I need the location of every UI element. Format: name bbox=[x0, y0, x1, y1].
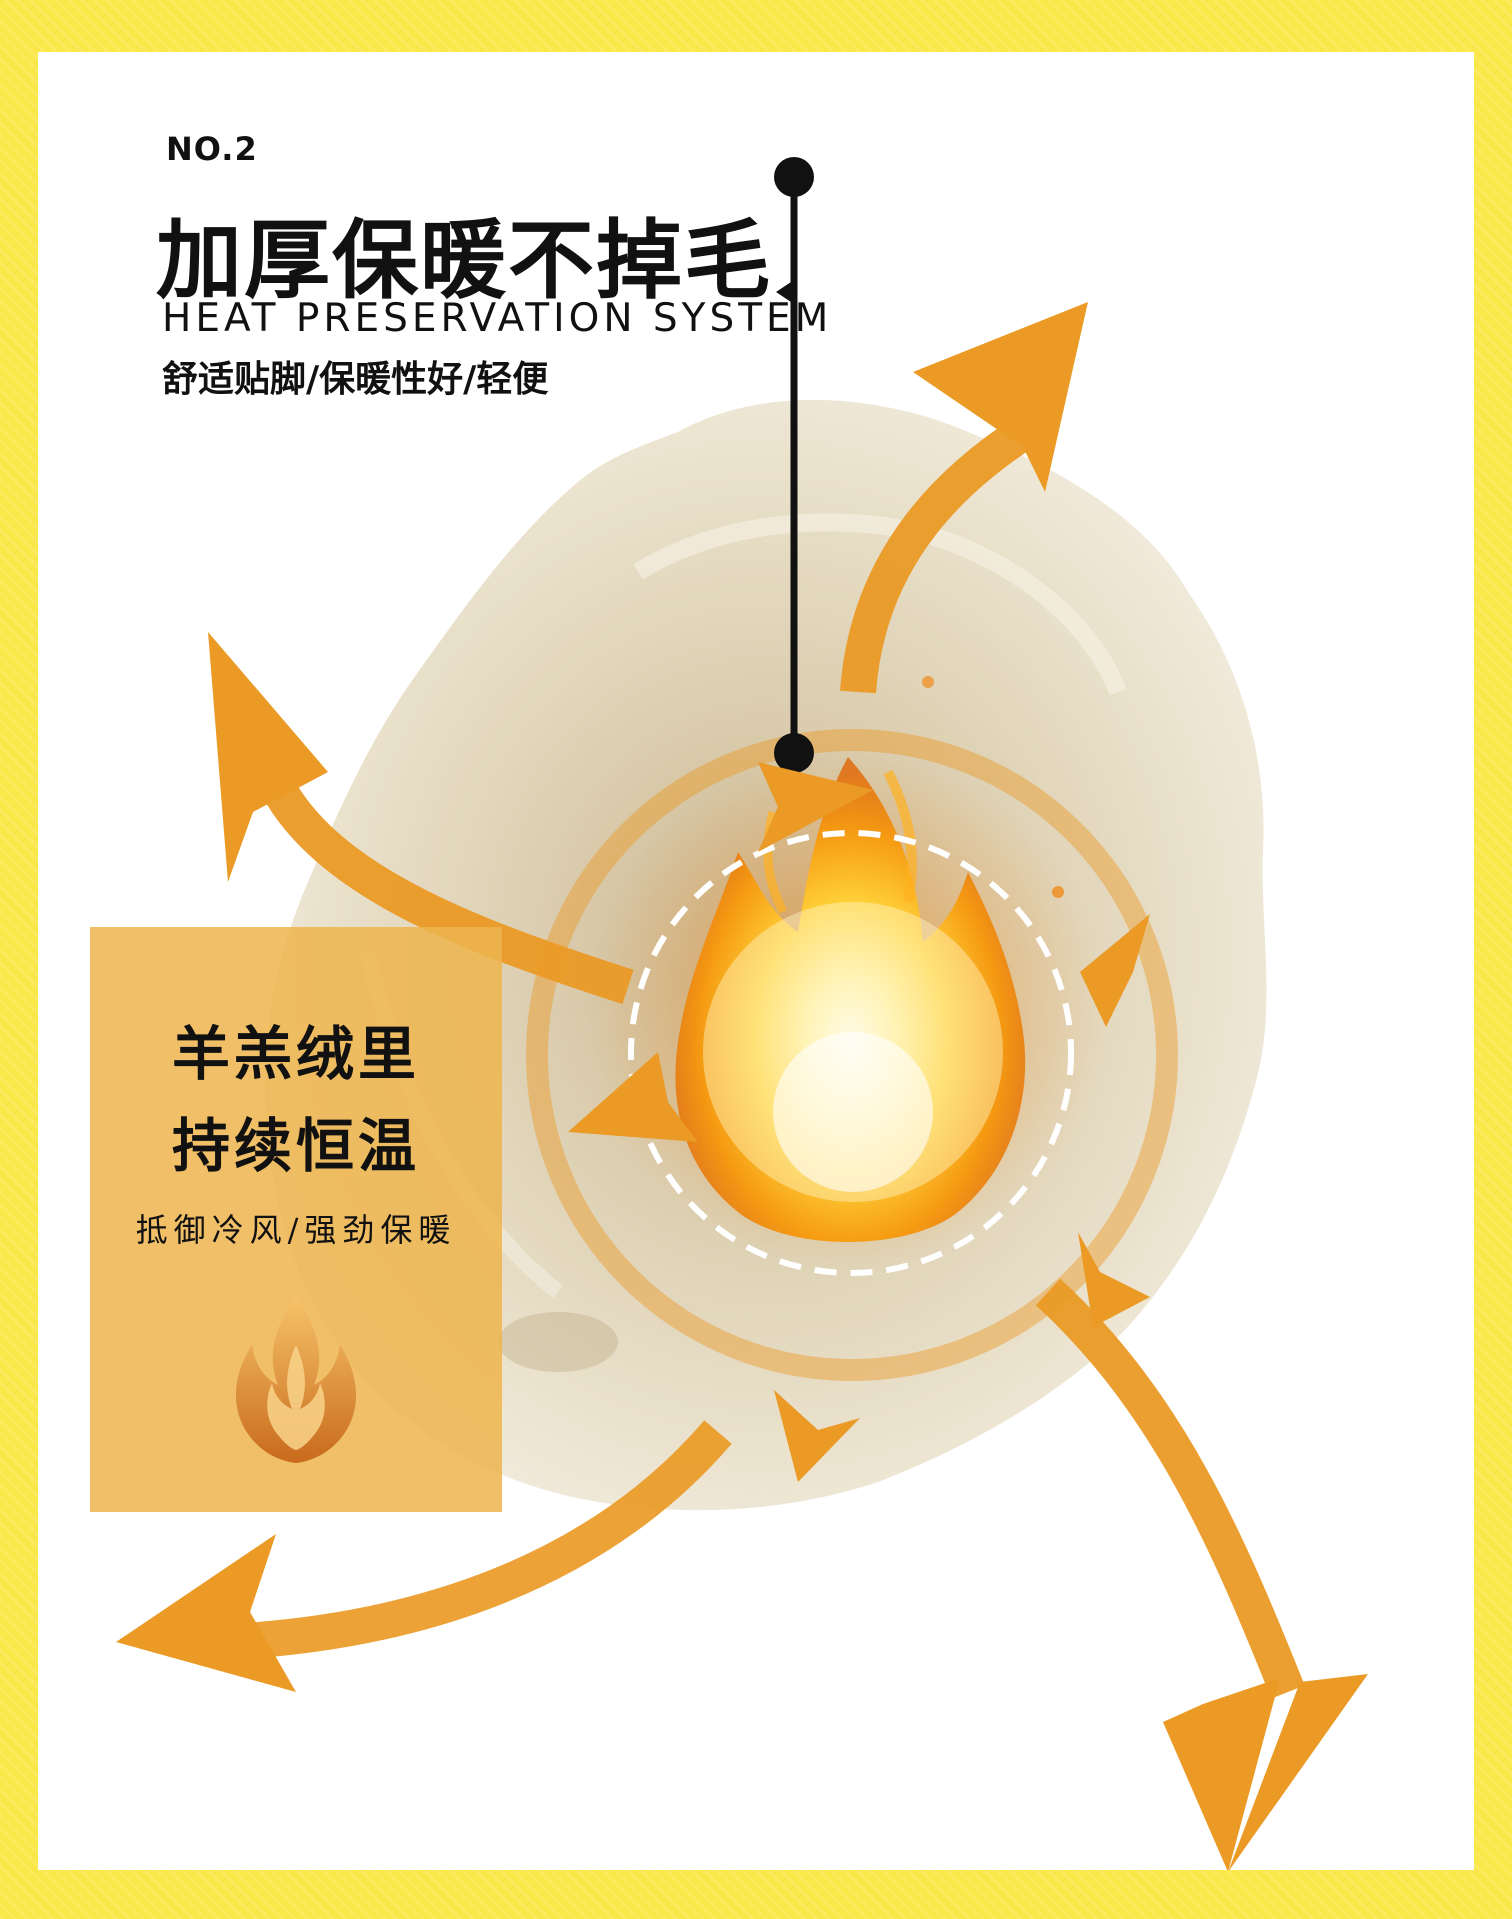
card-heading-2: 持续恒温 bbox=[171, 1112, 420, 1180]
english-subtitle: HEAT PRESERVATION SYSTEM bbox=[162, 296, 833, 341]
feature-subtitle: 舒适贴脚/保暖性好/轻便 bbox=[162, 359, 549, 400]
pointer-line bbox=[774, 157, 814, 773]
orbit-arrowheads bbox=[568, 762, 1150, 1482]
white-panel: NO.2 加厚保暖不掉毛 HEAT PRESERVATION SYSTEM 舒适… bbox=[38, 52, 1474, 1870]
heat-illustration bbox=[116, 157, 1368, 1870]
fire-core bbox=[675, 676, 1103, 1242]
card-caption: 抵御冷风/强劲保暖 bbox=[135, 1211, 457, 1249]
flame-icon bbox=[235, 1295, 357, 1463]
heat-arrows bbox=[227, 406, 1305, 1699]
dashed-heat-circle bbox=[628, 830, 1074, 1276]
page-title: 加厚保暖不掉毛 bbox=[156, 211, 772, 311]
orbit-ring bbox=[526, 729, 1178, 1381]
feature-card: 羊羔绒里 持续恒温 抵御冷风/强劲保暖 bbox=[90, 927, 502, 1512]
section-number: NO.2 bbox=[166, 130, 258, 168]
card-heading-1: 羊羔绒里 bbox=[171, 1020, 420, 1088]
